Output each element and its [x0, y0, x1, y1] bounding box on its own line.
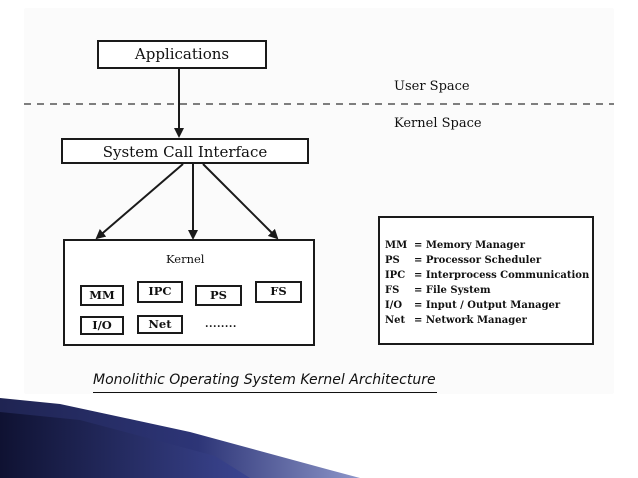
applications-box: Applications: [97, 40, 267, 69]
system-call-interface-box: System Call Interface: [61, 138, 309, 164]
legend-text: = File System: [414, 285, 491, 296]
legend-text: = Interprocess Communication: [414, 270, 590, 281]
legend-box: MM = Memory Manager PS = Processor Schedul…: [378, 216, 594, 345]
legend-row: MM = Memory Manager: [385, 240, 525, 251]
legend-abbr: IPC: [385, 270, 406, 281]
corner-swoosh-decoration: [0, 398, 360, 478]
kernel-label: Kernel: [166, 252, 205, 266]
kernel-box: Kernel MM IPC PS FS I/O Net ........: [63, 239, 315, 346]
module-net: Net: [137, 315, 183, 334]
module-mm: MM: [80, 285, 124, 306]
legend-row: IPC = Interprocess Communication: [385, 270, 589, 281]
more-modules-ellipsis: ........: [205, 319, 237, 330]
legend-abbr: PS: [385, 255, 400, 266]
legend-abbr: FS: [385, 285, 400, 296]
legend-row: PS = Processor Scheduler: [385, 255, 541, 266]
legend-text: = Processor Scheduler: [414, 255, 542, 266]
arrow-syscall-to-kernel-left: [95, 163, 184, 240]
system-call-interface-label: System Call Interface: [102, 143, 268, 161]
arrow-syscall-to-kernel-right: [202, 163, 279, 240]
module-ipc: IPC: [137, 281, 183, 303]
legend-abbr: I/O: [385, 300, 403, 311]
legend-row: Net = Network Manager: [385, 315, 527, 326]
module-fs: FS: [255, 281, 302, 303]
legend-row: I/O = Input / Output Manager: [385, 300, 560, 311]
legend-text: = Network Manager: [414, 315, 527, 326]
module-io: I/O: [80, 316, 124, 335]
legend-abbr: Net: [385, 315, 406, 326]
caption-underline: [93, 392, 437, 393]
legend-text: = Memory Manager: [414, 240, 526, 251]
diagram-caption: Monolithic Operating System Kernel Archi…: [93, 372, 436, 388]
applications-label: Applications: [134, 45, 230, 63]
legend-text: = Input / Output Manager: [414, 300, 561, 311]
module-ps: PS: [195, 285, 242, 306]
kernel-space-label: Kernel Space: [394, 116, 482, 131]
legend-abbr: MM: [385, 240, 408, 251]
user-space-label: User Space: [394, 79, 470, 94]
legend-row: FS = File System: [385, 285, 491, 296]
